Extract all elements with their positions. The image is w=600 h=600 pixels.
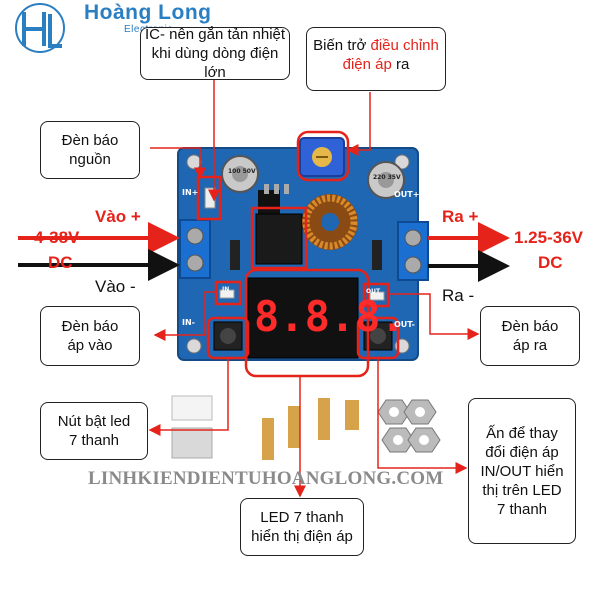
label-in-plus: Vào +: [95, 207, 141, 226]
left-push-button: [213, 321, 243, 351]
callout-power-led-line1: Đèn báo: [61, 132, 119, 149]
cap-right-marking: 220 35V: [373, 174, 401, 181]
callout-input-led-line1: Đèn báo: [61, 318, 119, 335]
inductor-coil: [302, 194, 358, 250]
callout-input-led: Đèn báo áp vào: [40, 306, 140, 366]
callout-power-led: Đèn báo nguồn: [40, 121, 140, 179]
callout-pot: Biến trở điều chỉnh điện áp ra: [306, 27, 446, 91]
label-out-range: 1.25-36V: [514, 228, 583, 247]
capacitor-left: [221, 155, 259, 193]
callout-ic-line2: khi dùng dòng điện lớn: [151, 45, 279, 81]
label-out-minus: Ra -: [442, 286, 475, 305]
callout-pot-pre: Biến trở: [313, 37, 371, 54]
callout-switch-button-line4: thị trên LED: [482, 481, 562, 499]
callout-pot-post: ra: [391, 56, 410, 73]
callout-ic-line1: IC- nên gắn tản nhiệt: [144, 26, 286, 43]
callout-ic: IC- nên gắn tản nhiệt khi dùng dòng điện…: [140, 26, 290, 81]
brand-name: Hoàng Long: [84, 1, 212, 24]
potentiometer: [299, 137, 345, 177]
label-out-plus: Ra +: [442, 207, 479, 226]
seven-segment-display: [247, 277, 359, 359]
output-terminal: [397, 221, 429, 281]
callout-output-led-line1: Đèn báo: [501, 318, 559, 335]
silk-out-plus: OUT+: [394, 190, 420, 199]
display-digits: 8.8.8.: [254, 292, 406, 341]
silk-in-plus: IN+: [182, 188, 199, 197]
label-out-dc: DC: [538, 253, 563, 272]
callout-output-led-line2: áp ra: [512, 337, 548, 354]
callout-power-led-line2: nguồn: [69, 151, 111, 168]
callout-display: LED 7 thanh hiển thị điện áp: [240, 498, 364, 556]
callout-output-led: Đèn báo áp ra: [480, 306, 580, 366]
silk-out: OUT: [366, 288, 381, 295]
callout-led-button-line1: Nút bật led: [57, 413, 131, 430]
callout-switch-button-line3: IN/OUT hiển: [480, 462, 564, 480]
callout-pot-highlight2: điện áp: [342, 56, 392, 73]
callout-switch-button-line1: Ấn để thay: [486, 424, 558, 442]
silk-in-minus: IN-: [182, 318, 195, 327]
callout-led-button: Nút bật led 7 thanh: [40, 402, 148, 460]
callout-pot-highlight1: điều chỉnh: [370, 37, 439, 54]
label-in-dc: DC: [48, 253, 73, 272]
ic-chip: [255, 184, 303, 265]
label-in-minus: Vào -: [95, 277, 136, 296]
label-in-range: 4-38V: [34, 228, 80, 247]
callout-switch-button-line2: đổi điện áp: [485, 443, 559, 461]
callout-switch-button-line5: 7 thanh: [496, 500, 548, 518]
capacitor-right: [367, 161, 405, 199]
silk-in: IN: [222, 286, 230, 293]
cap-left-marking: 100 50V: [228, 168, 256, 175]
accessories: [171, 395, 441, 460]
callout-switch-button: Ấn để thay đổi điện áp IN/OUT hiển thị t…: [468, 398, 576, 544]
callout-input-led-line2: áp vào: [67, 337, 113, 354]
input-terminal: [179, 219, 211, 279]
callout-led-button-line2: 7 thanh: [68, 432, 120, 449]
logo-mark: [15, 3, 65, 53]
silk-out-minus: OUT-: [394, 320, 415, 329]
watermark: LINHKIENDIENTUHOANGLONG.COM: [88, 468, 444, 489]
callout-display-line2: hiển thị điện áp: [251, 528, 353, 545]
callout-display-line1: LED 7 thanh: [260, 509, 344, 526]
